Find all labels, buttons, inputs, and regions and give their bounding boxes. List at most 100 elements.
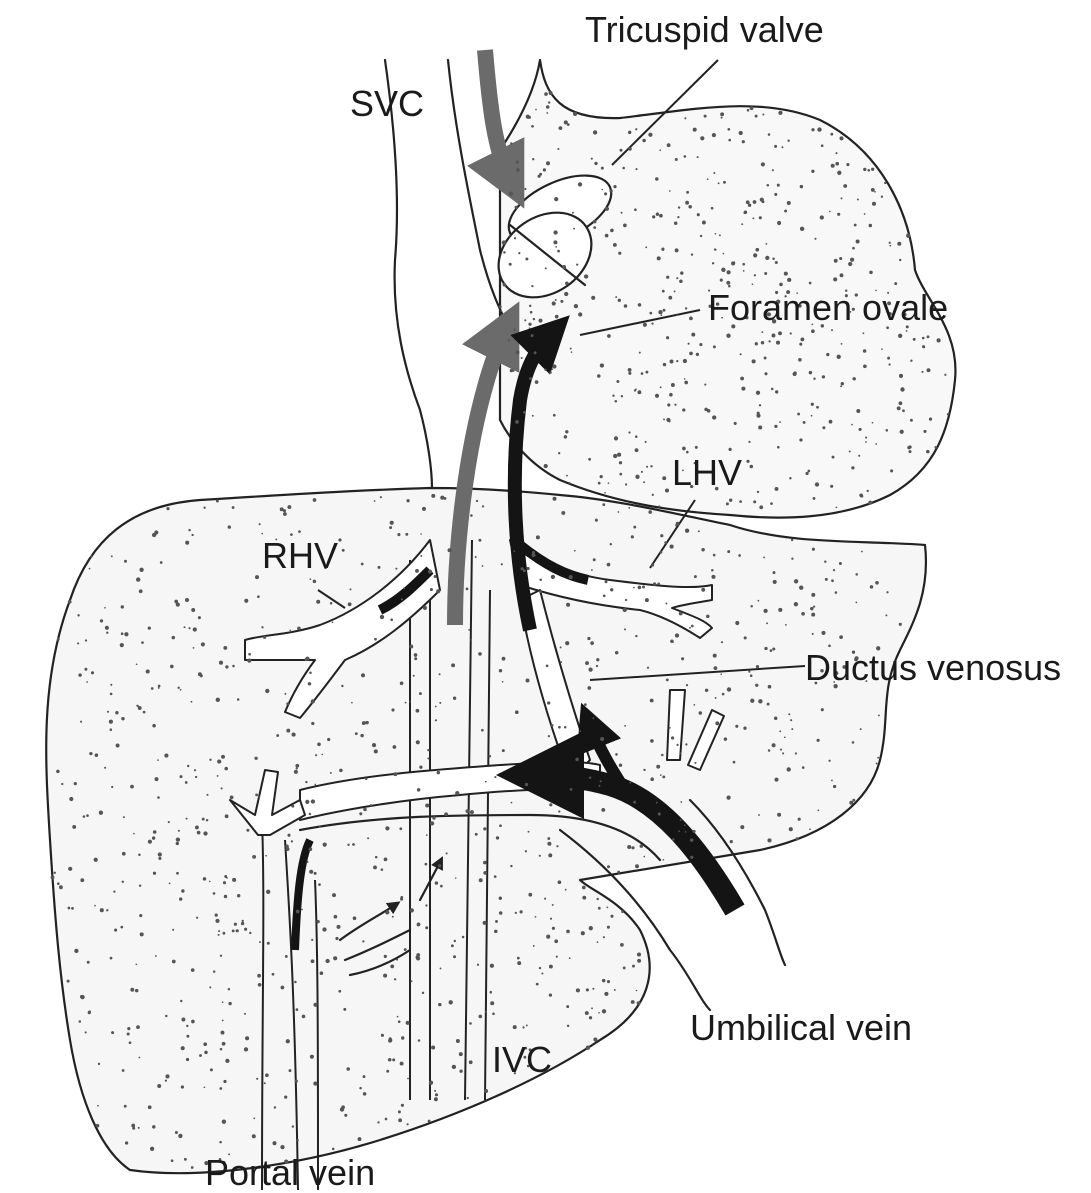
stipple-dot: [361, 673, 365, 677]
stipple-dot: [685, 743, 687, 745]
stipple-dot: [434, 575, 437, 578]
stipple-dot: [330, 602, 333, 605]
stipple-dot: [691, 625, 694, 628]
stipple-dot: [332, 1148, 335, 1151]
stipple-dot: [186, 818, 188, 820]
stipple-dot: [490, 964, 494, 968]
stipple-dot: [741, 223, 743, 225]
stipple-dot: [828, 760, 830, 762]
stipple-dot: [831, 579, 834, 582]
stipple-dot: [663, 418, 665, 420]
stipple-dot: [578, 312, 582, 316]
stipple-dot: [135, 989, 139, 993]
stipple-dot: [503, 283, 507, 287]
stipple-dot: [213, 892, 216, 895]
stipple-dot: [547, 842, 551, 846]
stipple-dot: [758, 600, 760, 602]
stipple-dot: [906, 330, 908, 332]
stipple-dot: [837, 213, 840, 216]
stipple-dot: [451, 944, 454, 947]
stipple-dot: [593, 558, 596, 561]
stipple-dot: [483, 871, 487, 875]
stipple-dot: [365, 778, 368, 781]
stipple-dot: [669, 359, 673, 363]
stipple-dot: [248, 653, 251, 656]
stipple-dot: [448, 548, 452, 552]
stipple-dot: [655, 394, 659, 398]
stipple-dot: [625, 483, 627, 485]
stipple-dot: [209, 881, 211, 883]
stipple-dot: [864, 213, 866, 215]
stipple-dot: [309, 870, 313, 874]
stipple-dot: [762, 200, 765, 203]
stipple-dot: [742, 263, 745, 266]
stipple-dot: [531, 285, 533, 287]
stipple-dot: [604, 192, 607, 195]
stipple-dot: [116, 744, 120, 748]
stipple-dot: [415, 569, 419, 573]
stipple-dot: [835, 152, 837, 154]
stipple-dot: [635, 168, 637, 170]
stipple-dot: [894, 282, 897, 285]
stipple-dot: [483, 921, 487, 925]
stipple-dot: [676, 314, 678, 316]
stipple-dot: [414, 657, 417, 660]
stipple-dot: [470, 639, 472, 641]
stipple-dot: [420, 533, 422, 535]
stipple-dot: [362, 721, 366, 725]
stipple-dot: [186, 1058, 189, 1061]
stipple-dot: [548, 101, 550, 103]
stipple-dot: [392, 1058, 395, 1061]
stipple-dot: [669, 727, 671, 729]
stipple-dot: [374, 638, 377, 641]
stipple-dot: [363, 1075, 366, 1078]
stipple-dot: [607, 334, 611, 338]
stipple-dot: [660, 386, 662, 388]
stipple-dot: [763, 556, 765, 558]
stipple-dot: [398, 1118, 402, 1122]
stipple-dot: [574, 550, 576, 552]
stipple-dot: [313, 498, 317, 502]
stipple-dot: [309, 671, 312, 674]
stipple-dot: [336, 925, 340, 929]
stipple-dot: [728, 448, 731, 451]
stipple-dot: [817, 809, 819, 811]
stipple-dot: [216, 698, 220, 702]
stipple-dot: [370, 804, 372, 806]
stipple-dot: [301, 909, 303, 911]
svc-flow-arrow: [485, 50, 510, 180]
stipple-dot: [59, 885, 63, 889]
stipple-dot: [133, 833, 135, 835]
stipple-dot: [80, 721, 82, 723]
stipple-dot: [528, 323, 531, 326]
stipple-dot: [411, 980, 413, 982]
stipple-dot: [548, 853, 552, 857]
stipple-dot: [648, 510, 652, 514]
stipple-dot: [584, 703, 587, 706]
stipple-dot: [352, 843, 355, 846]
stipple-dot: [720, 279, 723, 282]
stipple-dot: [794, 579, 798, 583]
stipple-dot: [575, 758, 579, 762]
stipple-dot: [610, 543, 612, 545]
stipple-dot: [543, 168, 546, 171]
stipple-dot: [603, 936, 605, 938]
stipple-dot: [217, 775, 219, 777]
stipple-dot: [632, 965, 635, 968]
stipple-dot: [761, 341, 764, 344]
stipple-dot: [428, 1120, 431, 1123]
stipple-dot: [124, 1105, 127, 1108]
stipple-dot: [176, 872, 179, 875]
stipple-dot: [244, 1047, 248, 1051]
stipple-dot: [757, 491, 759, 493]
stipple-dot: [494, 776, 496, 778]
stipple-dot: [544, 92, 548, 96]
stipple-dot: [263, 636, 266, 639]
stipple-dot: [157, 1084, 161, 1088]
stipple-dot: [680, 271, 683, 274]
stipple-dot: [258, 796, 260, 798]
stipple-dot: [193, 627, 197, 631]
stipple-dot: [130, 988, 134, 992]
stipple-dot: [822, 375, 825, 378]
stipple-dot: [910, 360, 912, 362]
